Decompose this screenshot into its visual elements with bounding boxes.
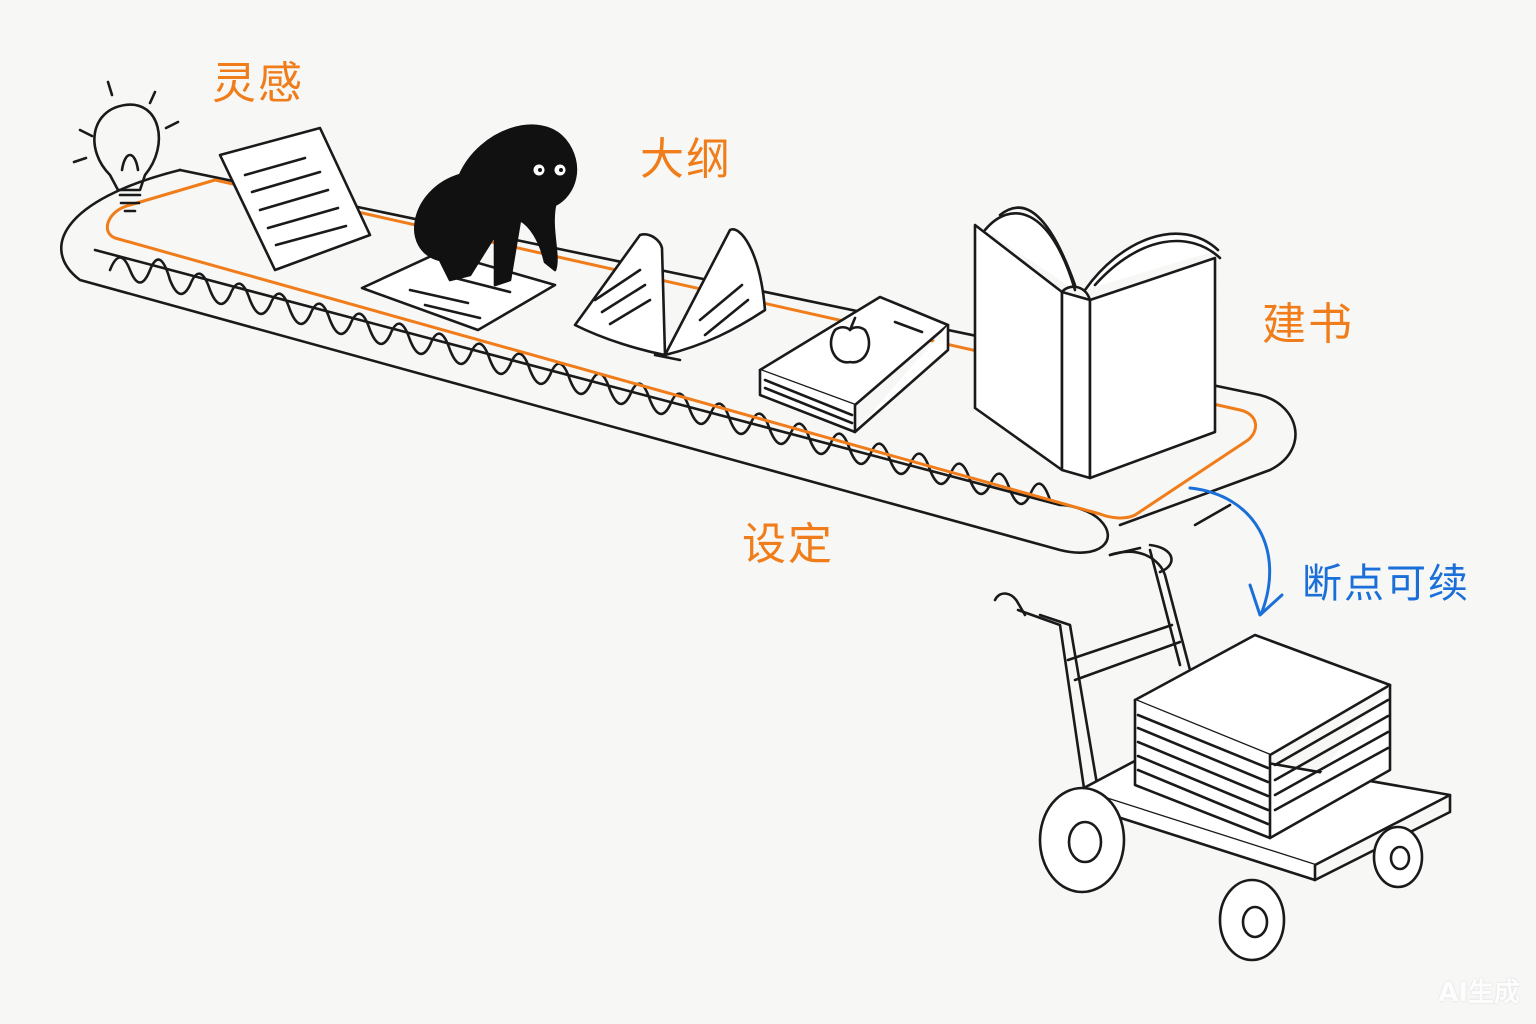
cart-wheels <box>1038 786 1424 962</box>
paper-stack <box>1133 633 1392 840</box>
ink-creature <box>414 124 578 287</box>
open-book-icon <box>573 228 767 362</box>
watermark: AI生成 <box>1438 978 1520 1008</box>
standing-book-icon <box>973 206 1222 480</box>
resume-arrow-head <box>1248 583 1284 617</box>
label-resume: 断点可续 <box>1302 561 1470 607</box>
lightbulb-icon <box>72 80 180 213</box>
label-setting: 设定 <box>742 519 834 570</box>
conveyor-track-orange <box>105 178 1257 520</box>
resume-arrow <box>1188 486 1272 614</box>
paper-sheet-icon <box>218 126 372 272</box>
label-build-book: 建书 <box>1262 299 1354 350</box>
apple-book-icon <box>758 295 950 434</box>
label-outline: 大纲 <box>640 134 732 185</box>
label-inspiration: 灵感 <box>212 58 304 109</box>
